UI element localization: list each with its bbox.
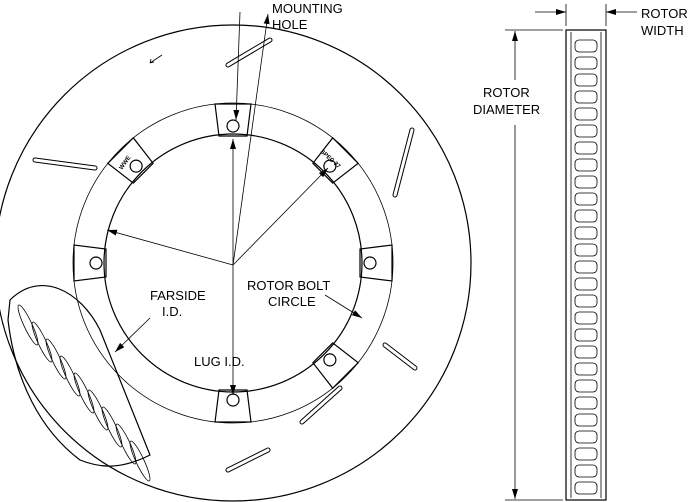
cutaway-outline	[7, 284, 151, 467]
vane	[73, 372, 95, 414]
lug-tab	[214, 103, 252, 137]
lug-tab	[214, 389, 252, 423]
rotor-side-outline	[565, 29, 607, 501]
mounting-hole	[363, 256, 377, 270]
vent	[574, 107, 598, 121]
vane	[45, 338, 67, 380]
lug-tab	[312, 342, 360, 390]
vent	[574, 243, 598, 257]
rotor-outer-edge	[0, 24, 472, 502]
vent	[574, 141, 598, 155]
rotor-width-label-1: ROTOR	[641, 6, 688, 21]
vent	[574, 209, 598, 223]
slot-inner	[226, 38, 272, 67]
vent	[574, 379, 598, 393]
vent	[574, 430, 598, 444]
vent	[574, 345, 598, 359]
mounting-hole	[129, 159, 143, 173]
vent	[574, 396, 598, 410]
rotation-arrow-icon	[149, 54, 163, 64]
rotor-bolt-circle-label-2: CIRCLE	[268, 294, 316, 309]
lug-tab	[312, 136, 360, 184]
mounting-lug	[106, 136, 154, 184]
vent	[574, 158, 598, 172]
vent	[574, 39, 598, 53]
vent	[574, 175, 598, 189]
bolt-circle-arrow	[324, 294, 363, 319]
mounting-hole	[323, 353, 337, 367]
vent	[574, 464, 598, 478]
rotor-width-label-2: WIDTH	[641, 23, 684, 38]
vent	[574, 447, 598, 461]
vane	[31, 321, 53, 363]
rotor-side-view	[565, 29, 607, 501]
vent	[574, 73, 598, 87]
farside-id-arrow	[114, 317, 151, 353]
farside-id-label-2: I.D.	[162, 304, 182, 319]
bolt-circle-line	[232, 167, 329, 266]
slot-inner	[300, 386, 342, 424]
cutaway-vanes	[7, 284, 151, 482]
slot-inner	[383, 343, 417, 370]
vent	[574, 362, 598, 376]
spec-marking: SPEC 37	[319, 149, 342, 170]
farside-id-label-1: FARSIDE	[150, 288, 206, 303]
vent	[574, 192, 598, 206]
mounting-lug	[312, 342, 360, 390]
mounting-hole-label-1: MOUNTING	[272, 1, 343, 16]
vane	[59, 355, 81, 397]
rotor-diameter-label-1: ROTOR	[483, 85, 530, 100]
mounting-hole	[89, 256, 103, 270]
vent	[574, 56, 598, 70]
slot-inner	[33, 158, 97, 170]
lug-tab	[359, 244, 393, 282]
vent	[574, 260, 598, 274]
mounting-hole	[226, 119, 240, 133]
rotor-diameter-label-2: DIAMETER	[473, 102, 540, 117]
vane	[115, 423, 137, 465]
vent	[574, 328, 598, 342]
lug-tab	[106, 136, 154, 184]
mounting-hole-leader	[232, 13, 270, 266]
vane	[129, 440, 151, 482]
vent	[574, 481, 598, 495]
slot-inner	[393, 128, 414, 197]
mounting-hole	[226, 393, 240, 407]
mounting-hole-label-2: HOLE	[272, 17, 308, 32]
mounting-lug	[359, 244, 393, 282]
hat-edge	[72, 102, 394, 424]
vent	[574, 277, 598, 291]
lug-tab	[73, 244, 107, 282]
mounting-lugs	[73, 103, 393, 423]
vane	[17, 304, 39, 346]
vane	[101, 406, 123, 448]
vane	[87, 389, 109, 431]
rotor-slots	[32, 37, 418, 473]
farside-id-line-left	[106, 229, 234, 266]
vent	[574, 294, 598, 308]
mounting-lug	[214, 103, 252, 137]
vent	[574, 124, 598, 138]
rotor-bolt-circle-label-1: ROTOR BOLT	[247, 278, 330, 293]
slot-inner	[226, 448, 270, 472]
mounting-hole-arrow	[233, 11, 241, 121]
vent	[574, 413, 598, 427]
vent	[574, 90, 598, 104]
lug-id-label: LUG I.D.	[194, 354, 245, 369]
vent	[574, 311, 598, 325]
side-vents	[574, 39, 598, 495]
mounting-lug	[73, 244, 107, 282]
vent	[574, 226, 598, 240]
